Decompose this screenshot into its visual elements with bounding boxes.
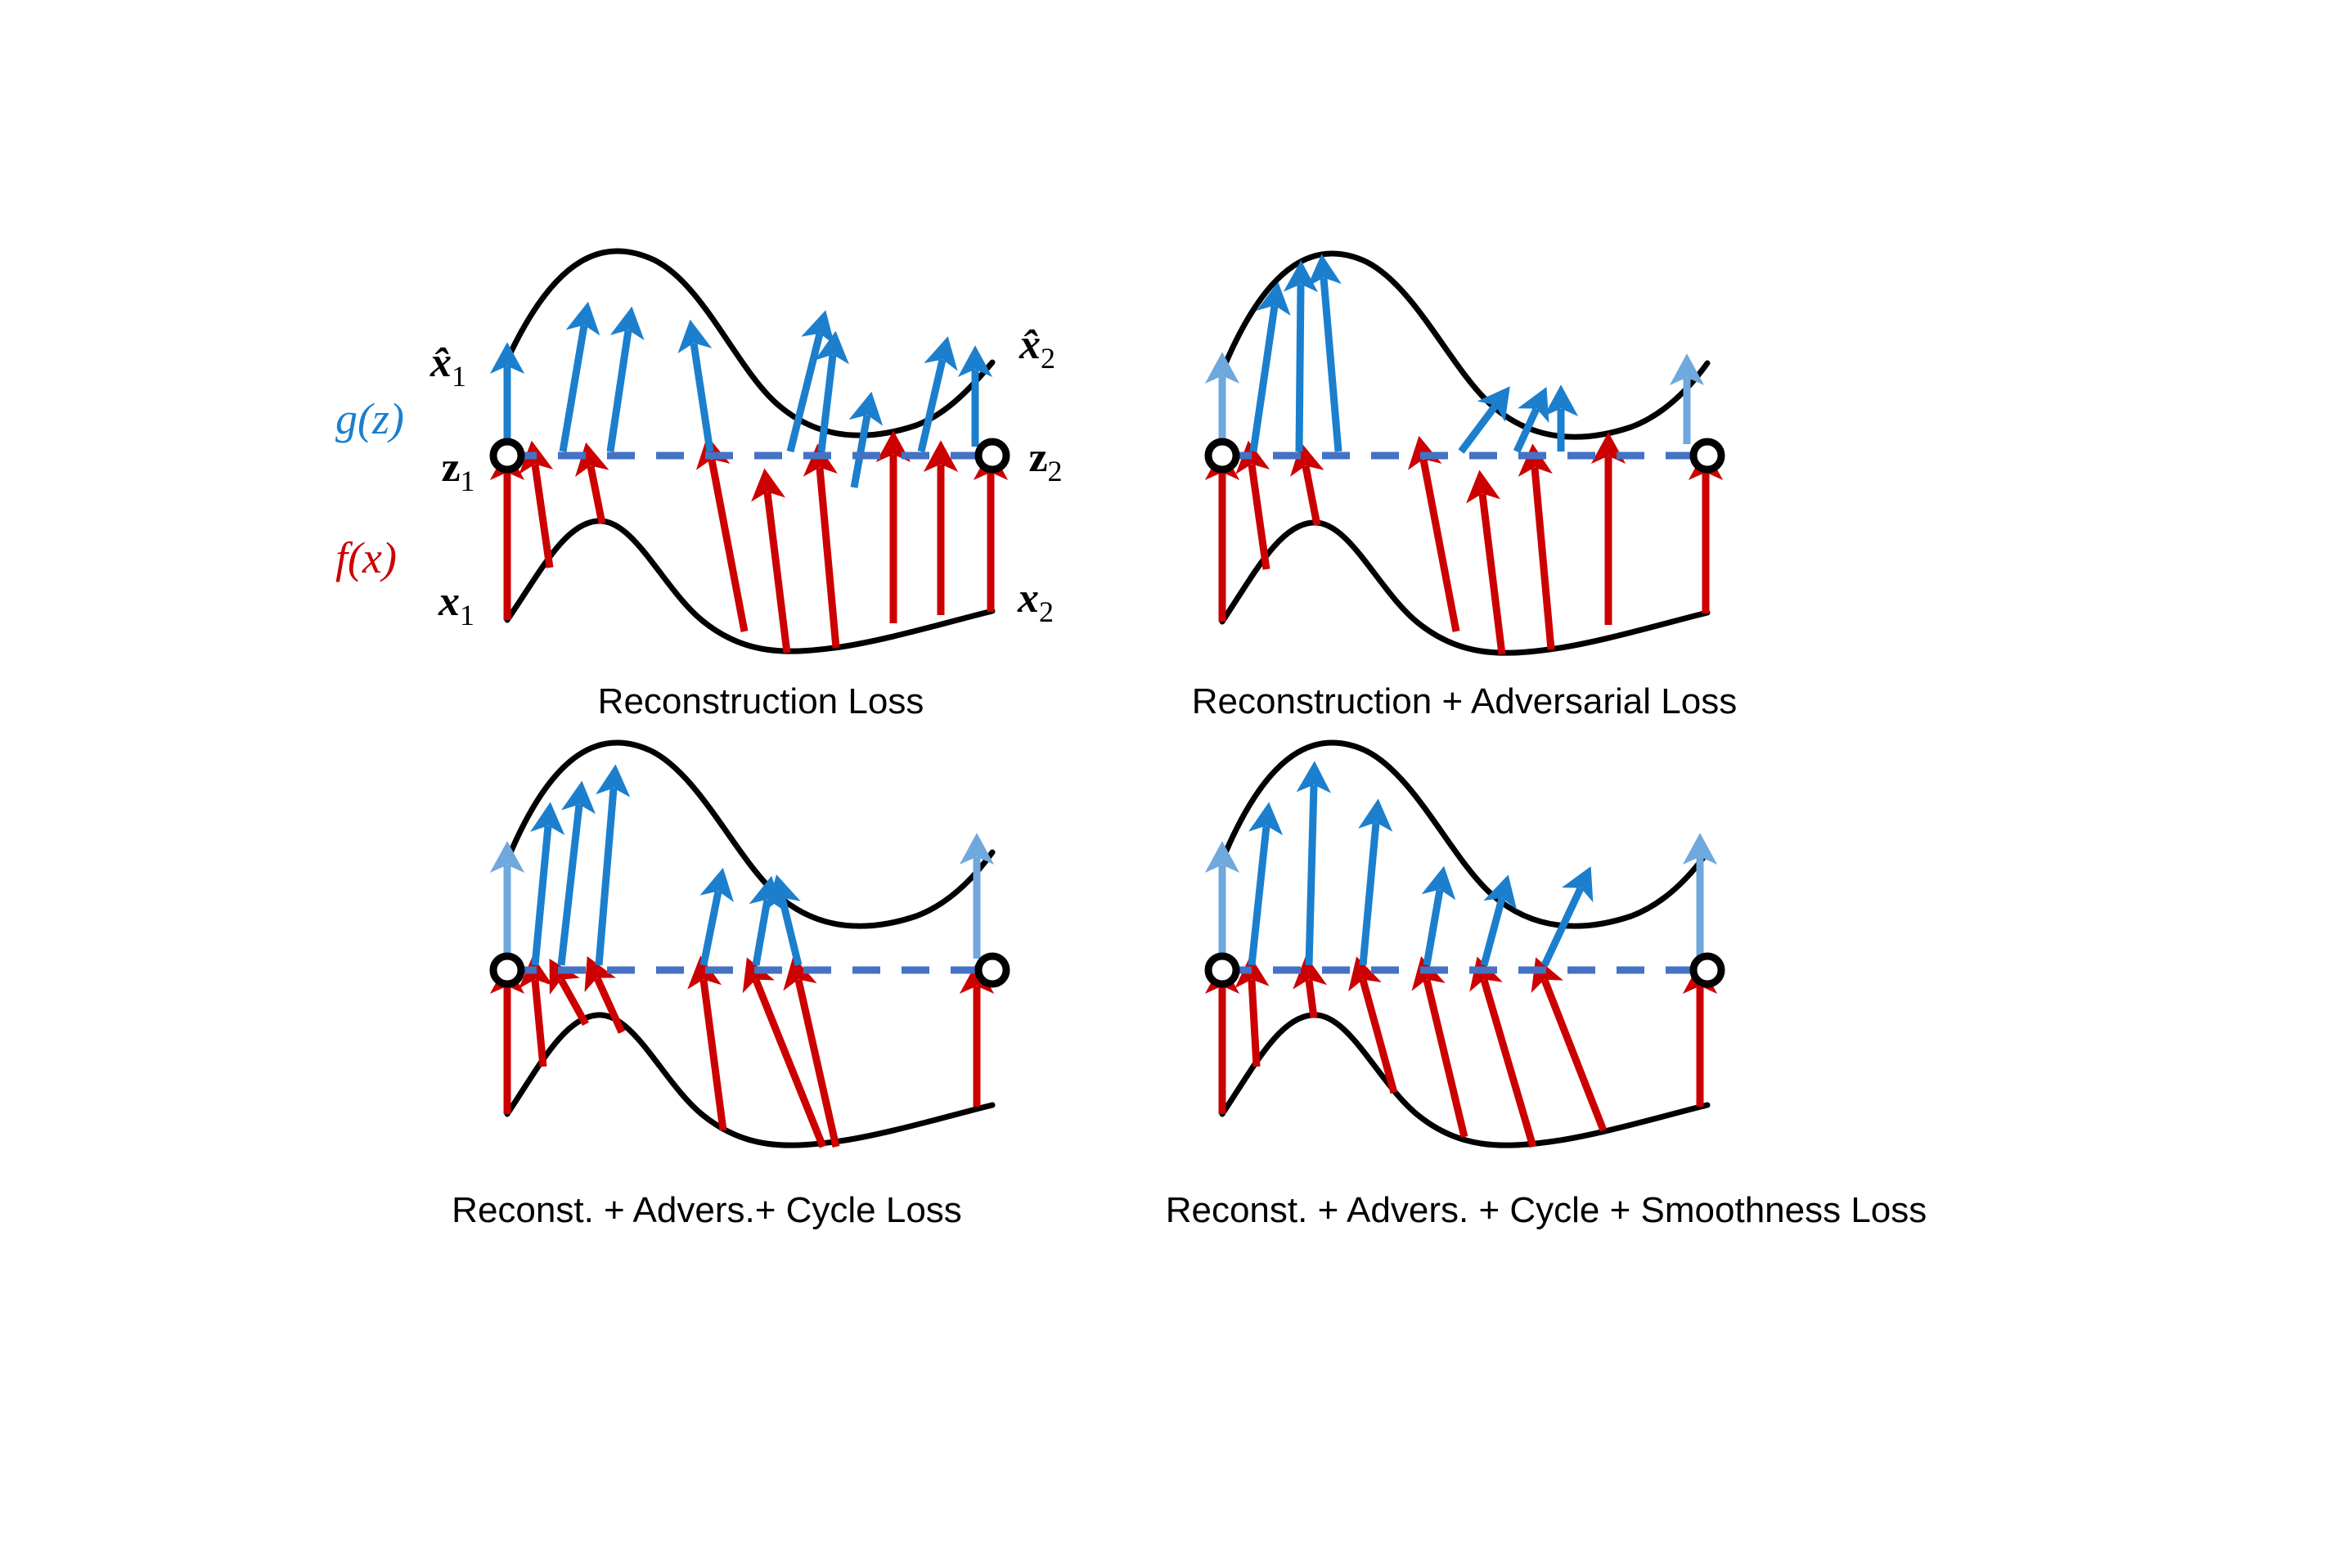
encoder-arrow <box>1289 442 1324 526</box>
decoder-arrows <box>489 764 995 967</box>
decoder-arrow <box>1540 866 1594 967</box>
latent-node-z2 <box>1689 438 1725 474</box>
latent-node-z1 <box>489 438 525 474</box>
reconstruction-manifold-curve <box>1219 739 1711 929</box>
decoder-arrow <box>595 764 631 966</box>
encoder-arrow <box>783 956 840 1148</box>
panel-caption-4: Reconst. + Advers. + Cycle + Smoothness … <box>1166 1190 1927 1230</box>
encoder-arrow <box>519 440 554 568</box>
encoder-arrow <box>1531 957 1608 1132</box>
encoder-arrow <box>1347 956 1398 1094</box>
decoder-arrow <box>1421 865 1456 966</box>
decoder-arrow <box>814 330 849 452</box>
decoder-arrow <box>1249 281 1291 452</box>
encoder-arrow <box>751 468 791 654</box>
panel-reconstruction: x̂1 z1 x1 x̂2 z2 x2 Reconstruction Loss <box>429 248 1063 721</box>
decoder-arrow <box>1296 761 1331 966</box>
label-z1: z1 <box>441 444 474 497</box>
encoder-arrow <box>1411 956 1468 1139</box>
encoder-arrow <box>584 955 626 1034</box>
encoder-arrow <box>1469 956 1537 1148</box>
encoder-arrow <box>803 443 840 649</box>
legend-group: g(z) f(x) <box>335 394 404 582</box>
decoder-arrow <box>699 867 734 966</box>
encoder-arrows <box>489 955 995 1148</box>
decoder-arrow <box>1458 386 1510 454</box>
latent-node-z2 <box>974 952 1010 988</box>
encoder-arrow <box>687 955 727 1131</box>
encoder-arrow <box>1234 955 1270 1067</box>
latent-node-z1 <box>1204 952 1240 988</box>
label-z2: z2 <box>1028 434 1062 487</box>
decoder-arrow <box>749 875 784 966</box>
panel-caption-1: Reconstruction Loss <box>598 681 924 721</box>
data-manifold-curve <box>1219 1012 1711 1148</box>
decoder-arrow <box>677 319 714 452</box>
decoder-arrow <box>767 874 803 967</box>
data-manifold-curve <box>504 518 996 654</box>
panel-caption-2: Reconstruction + Adversarial Loss <box>1192 681 1737 721</box>
data-manifold-curve <box>504 1012 996 1148</box>
encoder-arrows <box>1204 955 1718 1148</box>
decoder-arrow <box>848 391 884 488</box>
encoder-arrow <box>1518 443 1555 650</box>
encoder-arrow <box>549 959 589 1027</box>
latent-node-z1 <box>1204 438 1240 474</box>
label-x1: x1 <box>438 578 474 631</box>
reconstruction-manifold-curve <box>504 739 996 929</box>
decoder-arrows <box>489 301 993 488</box>
panel-reconstruction-adversarial-cycle-smoothness: Reconst. + Advers. + Cycle + Smoothness … <box>1166 739 1927 1230</box>
decoder-arrow <box>1306 254 1342 452</box>
decoder-arrow <box>1283 260 1319 452</box>
latent-node-z2 <box>1689 952 1725 988</box>
encoder-arrow <box>742 957 827 1148</box>
data-manifold-curve <box>1219 519 1711 656</box>
label-x-hat-1: x̂1 <box>429 339 466 393</box>
latent-node-z1 <box>489 952 525 988</box>
decoder-arrow <box>559 301 600 452</box>
panel-caption-3: Reconst. + Advers.+ Cycle Loss <box>452 1190 962 1230</box>
decoder-arrow <box>1358 798 1393 966</box>
encoder-arrows <box>489 430 1009 654</box>
decoder-arrow <box>557 780 596 966</box>
encoder-arrow <box>1235 440 1270 570</box>
decoder-arrow <box>606 306 645 452</box>
encoder-arrow <box>1407 435 1460 632</box>
panel-reconstruction-adversarial: Reconstruction + Adversarial Loss <box>1192 250 1737 721</box>
decoder-arrow <box>1480 874 1518 967</box>
decoder-function-label: g(z) <box>335 394 404 443</box>
encoder-arrow <box>1466 470 1506 655</box>
decoder-arrow <box>1513 387 1549 453</box>
decoder-arrow <box>1248 802 1284 966</box>
decoder-arrow <box>917 336 958 453</box>
panel-reconstruction-adversarial-cycle: Reconst. + Advers.+ Cycle Loss <box>452 739 1010 1230</box>
encoder-arrow <box>1293 955 1328 1018</box>
encoder-arrow <box>695 435 749 632</box>
label-x2: x2 <box>1017 575 1054 628</box>
decoder-arrow <box>530 802 565 966</box>
encoder-arrows <box>1204 432 1724 655</box>
decoder-arrows <box>1204 761 1718 967</box>
label-x-hat-2: x̂2 <box>1019 321 1055 375</box>
encoder-arrow <box>575 442 609 524</box>
encoder-function-label: f(x) <box>335 533 397 582</box>
latent-node-z2 <box>974 438 1010 474</box>
decoder-arrows <box>1204 254 1705 454</box>
encoder-arrow <box>518 955 553 1067</box>
